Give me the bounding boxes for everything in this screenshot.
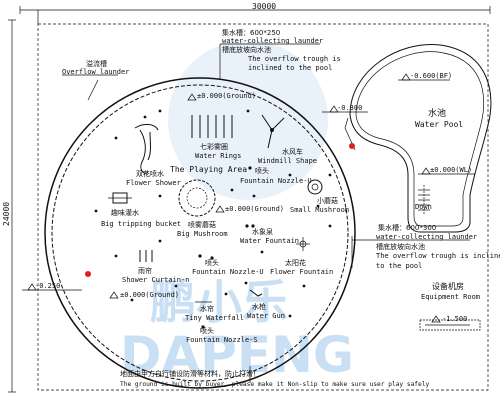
level-top-center: ±0.000(Ground) (197, 92, 256, 100)
water-gun-en: Water Gun (247, 312, 285, 320)
big-mushroom-en: Big Mushroom (177, 230, 228, 238)
big-tripping-bucket: 趣味灌水 Big tripping bucket (101, 192, 181, 228)
curtain-en: Shower Curtain-n (122, 276, 189, 284)
water-rings-en: Water Rings (195, 152, 241, 160)
marker-right (349, 143, 355, 149)
equipment-en: Equipment Room (421, 293, 480, 301)
red-markers (85, 143, 355, 277)
water-rings-cn: 七彩雾圈 (200, 142, 228, 151)
collecting-right-cn: 集水槽：600*300 (378, 223, 436, 232)
overflow-cn: 溢流槽 (86, 59, 107, 68)
level-minus-0600: -0.600(BF) (410, 72, 452, 80)
water-fountain-cn: 水象泉 (252, 227, 273, 236)
equipment-cn: 设备机房 (432, 281, 464, 291)
sun-flower-en: Flower Fountain (270, 268, 333, 276)
overflow-launder-label: 溢流槽 Overflow launder (62, 59, 129, 101)
inclined-top-en1: The overflow trough is (248, 55, 341, 63)
pool-en: Water Pool (415, 120, 463, 129)
small-mushroom: 小蘑菇 Small Mushroom (290, 179, 349, 214)
level-markers: ±0.000(Ground) ±0.000(Ground) ±0.000(Gro… (22, 72, 475, 323)
ground-note-en: The ground is built by buyer, please mak… (120, 381, 429, 388)
water-gun-cn: 水枪 (252, 302, 266, 311)
flower-shower-cn: 双花喷水 (136, 169, 164, 178)
windmill-en: Windmill Shape (258, 157, 317, 165)
level-wl: ±0.000(WL) (430, 166, 472, 174)
level-mid: ±0.000(Ground) (225, 205, 284, 213)
collecting-right-en: water-collecting launder (376, 233, 477, 241)
ground-note: 地面由甲方自行铺设防滑等材料，防止打滑！ The ground is built… (120, 366, 429, 388)
flower-shower-en: Flower Shower (126, 179, 181, 187)
fountain-u-cn: 喷头 (255, 166, 269, 175)
playing-area-circle (44, 77, 356, 389)
level-minus-0250: -0.250 (35, 282, 60, 290)
level-equipment: -1.500 (442, 315, 467, 323)
marker-left (85, 271, 91, 277)
sun-flower: 太阳花 Flower Fountain (270, 237, 333, 276)
features: 七彩雾圈 Water Rings The Playing Area 水风车 Wi… (94, 109, 349, 344)
fountain-u2-en: Fountain Nozzle-U (192, 268, 264, 276)
collecting-launder-right: 集水槽：600*300 water-collecting launder 槽底放… (351, 223, 500, 270)
tiny-waterfall: 水帘 Tiny Waterfall (185, 301, 244, 322)
level-minus-0300: -0.300 (337, 104, 362, 112)
flower-shower: 双花喷水 Flower Shower (126, 123, 181, 187)
fountain-s-en: Fountain Nozzle-S (186, 336, 258, 344)
fountain-nozzle-s: 喷头 Fountain Nozzle-S (186, 325, 258, 344)
level-left-pool: ±0.000(Ground) (120, 291, 179, 299)
equipment-room (419, 319, 481, 331)
fountain-u2-cn: 喷头 (205, 258, 219, 267)
small-mushroom-cn: 小蘑菇 (317, 196, 338, 205)
height-label: 24000 (2, 202, 11, 226)
collecting-top-en: water-collecting launder (222, 37, 323, 45)
big-mushroom-cn: 喷雾蘑菇 (188, 220, 216, 229)
curtain-cn: 雨帘 (138, 266, 152, 275)
fountain-u-en: Fountain Nozzle-U (240, 177, 312, 185)
overflow-en: Overflow launder (62, 68, 129, 76)
playing-area-label: The Playing Area (170, 165, 247, 174)
width-dimension: 30000 (19, 2, 491, 24)
water-gun: 水枪 Water Gun (247, 289, 285, 320)
waterfall-en: Tiny Waterfall (185, 314, 244, 322)
scattered-nozzles (94, 109, 332, 318)
ground-note-cn: 地面由甲方自行铺设防滑等材料，防止打滑！ (120, 369, 260, 378)
water-fountain-en: Water Fountain (240, 237, 299, 245)
inclined-right-en2: to the pool (376, 262, 422, 270)
water-rings: 七彩雾圈 Water Rings (191, 115, 241, 160)
watermark: 鹏小乐 DAPENG (120, 40, 354, 384)
fountain-nozzle-u-top: 喷头 Fountain Nozzle-U (240, 166, 312, 185)
shower-curtain: 雨帘 Shower Curtain-n (122, 250, 189, 284)
waterfall-cn: 水帘 (200, 304, 214, 313)
width-label: 30000 (252, 2, 276, 11)
fountain-s-cn: 喷头 (200, 326, 214, 335)
site-boundary (37, 23, 489, 391)
windmill: 水风车 Windmill Shape (258, 114, 317, 165)
inclined-right-cn: 槽底放坡向水池 (376, 242, 425, 251)
collecting-launder-top: 集水槽：600*250 water-collecting launder 槽底放… (219, 28, 341, 80)
collecting-top-cn: 集水槽：600*250 (222, 28, 280, 37)
pool-cn: 水池 (428, 107, 446, 119)
bucket-en: Big tripping bucket (101, 220, 181, 228)
inclined-right-en1: The overflow trough is inclined (376, 252, 500, 260)
watermark-brand-cn: 鹏小乐 (150, 275, 288, 329)
bucket-cn: 趣味灌水 (111, 208, 139, 217)
inclined-top-en2: inclined to the pool (248, 64, 332, 72)
fountain-nozzle-u-mid: 喷头 Fountain Nozzle-U (192, 254, 264, 276)
watermark-brand-en: DAPENG (120, 326, 354, 384)
small-mushroom-en: Small Mushroom (290, 206, 349, 214)
windmill-cn: 水风车 (282, 147, 303, 156)
inclined-top-cn: 槽底放坡向水池 (222, 45, 271, 54)
sun-flower-cn: 太阳花 (285, 258, 306, 267)
height-dimension: 24000 (2, 19, 16, 393)
big-mushroom: 喷雾蘑菇 Big Mushroom (177, 179, 228, 238)
down-label: Down (415, 203, 432, 211)
water-fountain: 水象泉 Water Fountain (240, 224, 299, 245)
room-labels: 水池 Water Pool Down 设备机房 Equipment Room (415, 107, 480, 301)
